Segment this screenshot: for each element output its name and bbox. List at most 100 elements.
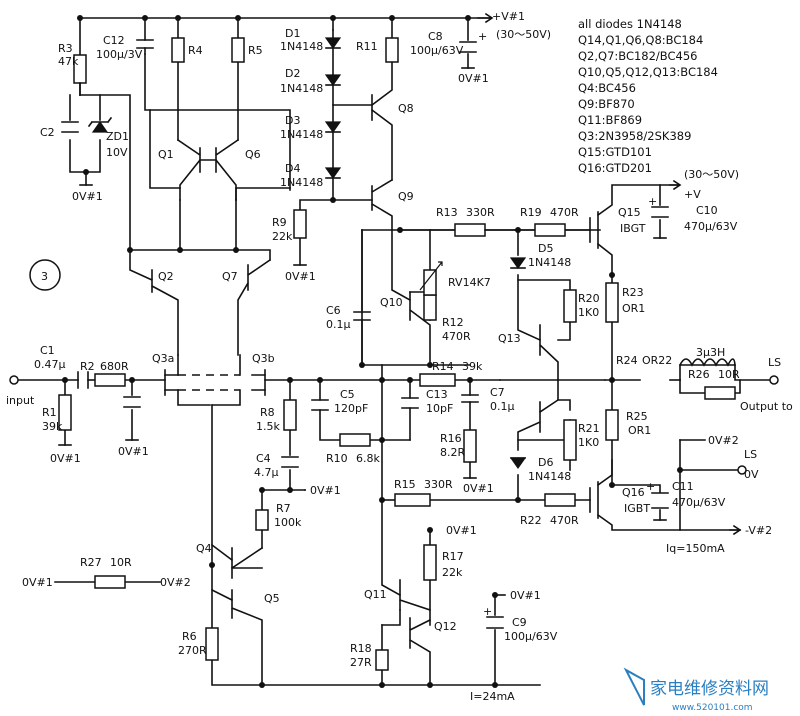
svg-text:Q5: Q5 bbox=[264, 592, 280, 605]
resistor-r15 bbox=[394, 493, 431, 507]
input-label: input bbox=[6, 394, 35, 407]
svg-text:1N4148: 1N4148 bbox=[528, 470, 571, 483]
svg-text:6.8k: 6.8k bbox=[356, 452, 380, 465]
gnd1-label-r1: 0V#1 bbox=[50, 452, 81, 465]
svg-text:470R: 470R bbox=[442, 330, 471, 343]
svg-text:C4: C4 bbox=[256, 452, 271, 465]
input-terminal bbox=[9, 375, 19, 385]
ls-label: LS bbox=[768, 356, 781, 369]
svg-text:680R: 680R bbox=[100, 360, 129, 373]
svg-text:47k: 47k bbox=[58, 55, 79, 68]
svg-text:1.5k: 1.5k bbox=[256, 420, 280, 433]
junctions bbox=[62, 15, 683, 688]
svg-text:C5: C5 bbox=[340, 388, 355, 401]
gnd1-label-c4: 0V#1 bbox=[310, 484, 341, 497]
svg-text:D5: D5 bbox=[538, 242, 553, 255]
svg-text:R26: R26 bbox=[688, 368, 710, 381]
svg-text:C8: C8 bbox=[428, 30, 443, 43]
svg-text:4.7μ: 4.7μ bbox=[254, 466, 279, 479]
svg-text:R3: R3 bbox=[58, 42, 73, 55]
svg-text:C13: C13 bbox=[426, 388, 448, 401]
resistor-r2 bbox=[94, 373, 126, 387]
svg-text:C12: C12 bbox=[103, 34, 125, 47]
ls-0v-label: 0V bbox=[744, 468, 759, 481]
labels: +V#1 (30～50V) 0V#1 0V#1 0V#1 0V#1 0V#1 0… bbox=[6, 10, 793, 703]
svg-text:D4: D4 bbox=[285, 162, 300, 175]
resistor-r11 bbox=[385, 37, 399, 63]
gnd1-label-zd: 0V#1 bbox=[72, 190, 103, 203]
svg-text:Q11: Q11 bbox=[364, 588, 387, 601]
svg-text:ZD1: ZD1 bbox=[106, 130, 129, 143]
supply-vplus-label: +V bbox=[684, 188, 701, 201]
resistor-r5 bbox=[231, 37, 245, 63]
svg-text:22k: 22k bbox=[272, 230, 293, 243]
svg-text:+: + bbox=[646, 480, 655, 493]
svg-text:Q12: Q12 bbox=[434, 620, 457, 633]
resistor-r1 bbox=[58, 394, 72, 431]
svg-text:1N4148: 1N4148 bbox=[528, 256, 571, 269]
ls-0v-terminal bbox=[737, 465, 747, 475]
svg-text:1K0: 1K0 bbox=[578, 436, 599, 449]
svg-text:100μ/63V: 100μ/63V bbox=[504, 630, 558, 643]
svg-text:C6: C6 bbox=[326, 304, 341, 317]
svg-text:R12: R12 bbox=[442, 316, 464, 329]
gnd1-label-r27: 0V#1 bbox=[22, 576, 53, 589]
gnd1-label-c8: 0V#1 bbox=[458, 72, 489, 85]
watermark-text: 家电维修资料网 bbox=[650, 679, 769, 699]
svg-text:OR1: OR1 bbox=[628, 424, 651, 437]
note-line: Q9:BF870 bbox=[578, 97, 635, 111]
circled-label bbox=[29, 259, 61, 291]
supply-vplus1-range: (30～50V) bbox=[496, 28, 551, 41]
svg-text:27R: 27R bbox=[350, 656, 372, 669]
svg-text:R22: R22 bbox=[520, 514, 542, 527]
svg-text:1N4148: 1N4148 bbox=[280, 128, 323, 141]
svg-text:1K0: 1K0 bbox=[578, 306, 599, 319]
resistor-r9 bbox=[293, 209, 307, 239]
resistor-r20 bbox=[563, 289, 577, 323]
svg-text:OR1: OR1 bbox=[622, 302, 645, 315]
watermark-url: www.520101.com bbox=[672, 703, 753, 713]
diode-d4 bbox=[324, 167, 342, 180]
note-line: Q15:GTD101 bbox=[578, 145, 652, 159]
svg-text:R10: R10 bbox=[326, 452, 348, 465]
svg-text:8.2R: 8.2R bbox=[440, 446, 465, 459]
resistor-r6 bbox=[205, 627, 219, 661]
svg-text:0.1μ: 0.1μ bbox=[326, 318, 351, 331]
svg-text:270R: 270R bbox=[178, 644, 207, 657]
svg-text:R8: R8 bbox=[260, 406, 275, 419]
svg-text:D3: D3 bbox=[285, 114, 300, 127]
iq-label: Iq=150mA bbox=[666, 542, 725, 555]
svg-text:3μ3H: 3μ3H bbox=[696, 346, 725, 359]
svg-text:Q3a: Q3a bbox=[152, 352, 174, 365]
svg-text:470R: 470R bbox=[550, 206, 579, 219]
svg-text:R7: R7 bbox=[276, 502, 291, 515]
supply-vminus2-label: -V#2 bbox=[745, 524, 772, 537]
potentiometer-rv1 bbox=[419, 261, 443, 296]
svg-text:Q2: Q2 bbox=[158, 270, 174, 283]
svg-text:Q7: Q7 bbox=[222, 270, 238, 283]
component-notes: all diodes 1N4148 Q14,Q1,Q6,Q8:BC184 Q2,… bbox=[578, 17, 718, 175]
resistors bbox=[58, 37, 736, 671]
resistor-r25 bbox=[605, 409, 619, 441]
svg-text:Q9: Q9 bbox=[398, 190, 414, 203]
note-line: Q14,Q1,Q6,Q8:BC184 bbox=[578, 33, 703, 47]
svg-text:10R: 10R bbox=[110, 556, 132, 569]
gnd1-label-r17: 0V#1 bbox=[446, 524, 477, 537]
svg-text:39k: 39k bbox=[462, 360, 483, 373]
resistor-r19 bbox=[534, 223, 566, 237]
svg-text:R13: R13 bbox=[436, 206, 458, 219]
svg-text:470μ/63V: 470μ/63V bbox=[684, 220, 738, 233]
output-label: Output to bbox=[740, 400, 793, 413]
resistor-r22b bbox=[544, 493, 576, 507]
svg-text:C1: C1 bbox=[40, 344, 55, 357]
resistor-r12 bbox=[423, 294, 437, 321]
svg-text:R15: R15 bbox=[394, 478, 416, 491]
diode-d1 bbox=[324, 37, 342, 50]
svg-text:D1: D1 bbox=[285, 27, 300, 40]
ground-stubs bbox=[58, 67, 667, 521]
svg-text:R27: R27 bbox=[80, 556, 102, 569]
svg-text:10R: 10R bbox=[718, 368, 740, 381]
svg-text:Q1: Q1 bbox=[158, 148, 174, 161]
resistor-r4 bbox=[171, 37, 185, 63]
svg-text:R23: R23 bbox=[622, 286, 644, 299]
